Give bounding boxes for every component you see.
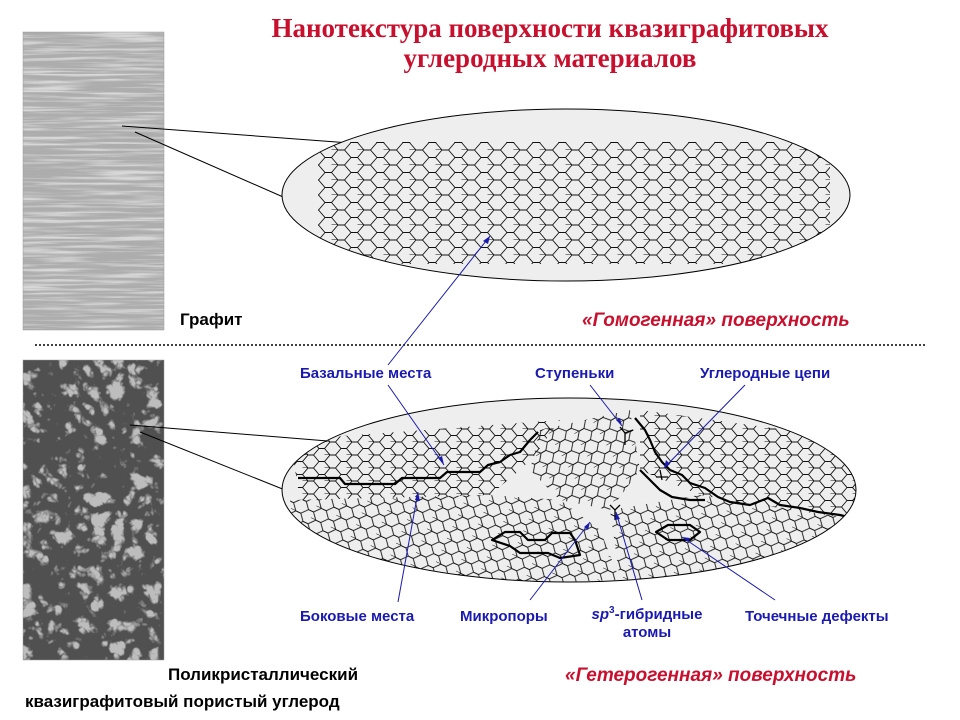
page-title-line2: углеродных материалов <box>403 43 697 73</box>
sp3-label-sup: 3 <box>609 605 615 616</box>
edge-sites-label: Боковые места <box>300 608 415 625</box>
porous-carbon-label-line1: Поликристаллический <box>168 665 359 684</box>
graphite-micrograph <box>22 31 165 331</box>
micropores-label: Микропоры <box>460 608 548 625</box>
basal-sites-label: Базальные места <box>300 365 432 382</box>
point-defects-label: Точечные дефекты <box>745 608 889 625</box>
label-arrows <box>387 235 776 603</box>
sp3-label-line2: атомы <box>622 624 672 641</box>
porous-carbon-micrograph <box>22 359 165 661</box>
sp3-label-rest: -гибридные <box>614 606 703 623</box>
page-title: Нанотекстура поверхности квазиграфитовых <box>271 13 829 43</box>
homogeneous-surface-label: «Гомогенная» поверхность <box>582 310 850 331</box>
bottom-callout-lines <box>129 424 341 493</box>
carbon-chains-label: Углеродные цепи <box>700 365 831 382</box>
top-callout-lines <box>121 125 351 201</box>
heterogeneous-surface-label: «Гетерогенная» поверхность <box>565 665 857 686</box>
arrow-heads <box>415 236 690 542</box>
porous-carbon-label-line2: квазиграфитовый пористый углерод <box>25 692 340 711</box>
graphene-lattice-top <box>318 142 830 264</box>
sp3-label-italic: sp <box>591 606 610 623</box>
steps-label: Ступеньки <box>535 365 615 382</box>
graphite-label: Графит <box>180 310 243 329</box>
sp3-atoms-label: sp3-гибридные атомы <box>572 602 722 642</box>
